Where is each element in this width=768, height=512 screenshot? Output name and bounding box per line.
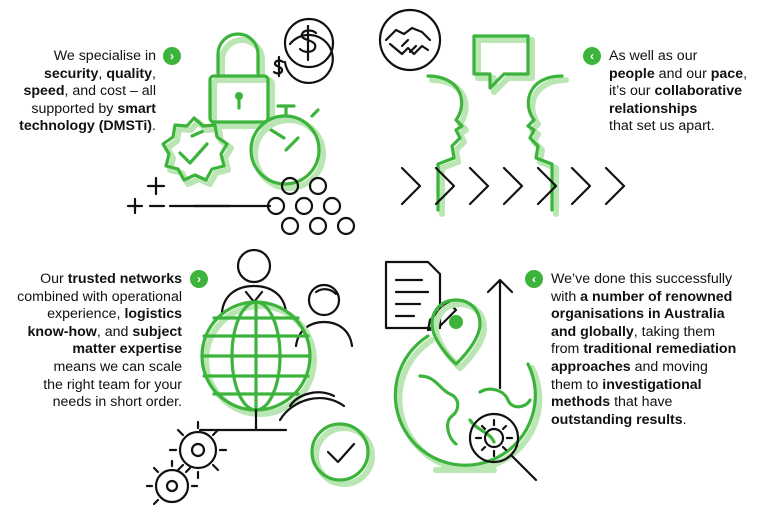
document-pen-icon [384, 260, 458, 332]
emphasis-text: security [44, 65, 99, 82]
circle-node-network-icon [266, 176, 356, 236]
panel-3-next-badge[interactable]: › [190, 270, 208, 288]
speech-bubble-icon [472, 34, 535, 95]
panel-4-prev-badge[interactable]: ‹ [525, 270, 543, 288]
award-badge-check-icon [161, 116, 234, 187]
panel-1-next-badge[interactable]: › [163, 47, 181, 65]
emphasis-text: trusted networks [67, 271, 182, 287]
stopwatch-icon [249, 104, 326, 191]
earth-globe-icon [393, 334, 543, 473]
panel-2-prev-badge[interactable]: ‹ [583, 47, 601, 65]
checkmark-circle-icon [278, 391, 375, 487]
people-avatars-icon [220, 248, 354, 348]
emphasis-text: outstanding results [551, 411, 683, 428]
two-faces-profile-icon [426, 74, 569, 217]
gears-icon [145, 420, 228, 506]
padlock-icon [208, 32, 275, 129]
emphasis-text: people [609, 65, 655, 82]
emphasis-text: pace [710, 65, 744, 82]
emphasis-text: quality [106, 65, 153, 82]
dollar-coin-icon [272, 17, 335, 84]
forward-chevrons-icon [400, 166, 626, 206]
up-arrow-icon [486, 278, 514, 390]
emphasis-text: speed [23, 83, 65, 100]
handshake-icon [378, 8, 442, 72]
panel-1-text: We specialise in security, quality,speed… [19, 48, 156, 135]
globe-icon [198, 300, 317, 432]
location-pin-icon [430, 298, 487, 371]
magnifier-virus-icon [468, 412, 538, 482]
